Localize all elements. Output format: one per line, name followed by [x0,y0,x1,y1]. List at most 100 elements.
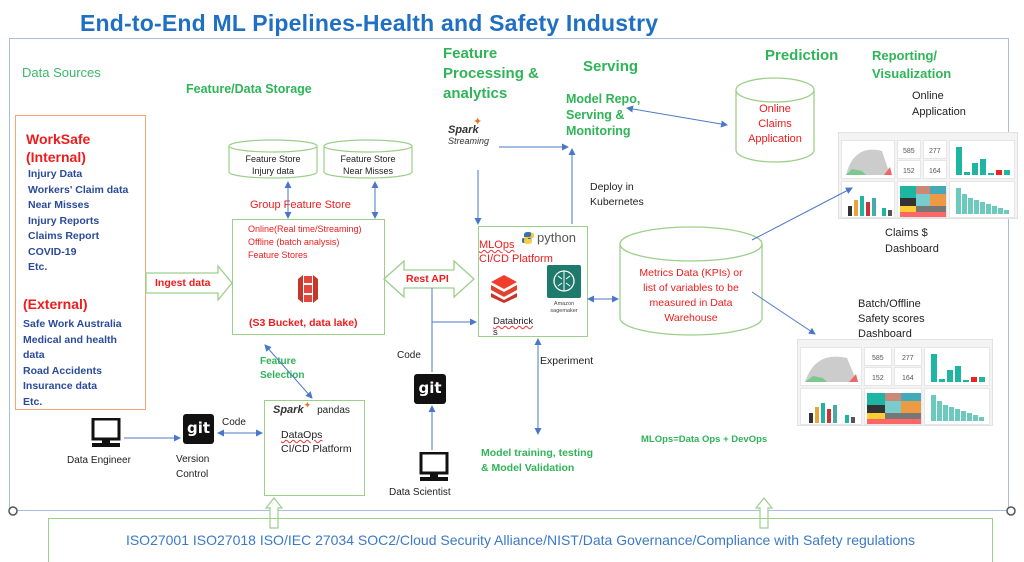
feature-store-modes: Online(Real time/Streaming) Offline (bat… [248,223,362,262]
kpi-tile: 152 [897,160,921,179]
list-item: Road Accidents [23,364,102,377]
python-word: python [537,230,577,245]
stacked-bar-tile [841,181,895,218]
store-line: Feature Store [340,154,396,164]
spark-star-icon: ✦ [303,400,312,410]
kpi-tile: 277 [923,140,947,159]
cyl-line: measured in Data [649,297,733,309]
s3-bucket-icon [298,275,318,303]
label-line: Model training, testing [481,447,593,459]
heading-feature-storage: Feature/Data Storage [186,82,312,96]
store-line: Feature Store [245,154,301,164]
kpi-value: 277 [902,355,914,362]
dataops-line: DataOps [281,429,323,441]
git-icon-scientist: git [414,374,446,404]
kpi-tile: 152 [864,367,892,386]
spark-word: Spark [273,404,304,416]
cyl-line: Online [759,103,791,115]
batch-dashboard-thumbnail: 585 277 152 164 [797,339,993,426]
list-item: Injury Reports [28,214,100,227]
online-claims-app: Online Claims Application [736,102,814,147]
cyl-line: Warehouse [664,312,718,324]
label-line: Claims $ [885,227,928,239]
dataops-platform-box: Spark ✦ pandas DataOps CI/CD Platform [264,400,365,496]
external-list: Safe Work Australia Medical and health d… [23,317,122,410]
sagemaker-line: Amazon [553,301,575,307]
sagemaker-line: sagemaker [550,308,578,314]
mlops-title: MLOps CI/CD Platform [479,238,553,266]
pareto-tile [924,388,990,425]
kpi-value: 585 [872,355,884,362]
sagemaker-icon [547,265,581,298]
deploy-line: Deploy in [590,181,634,193]
spark-streaming-logo: Spark Streaming ✦ [448,116,490,146]
pareto-chart [931,395,984,421]
repo-line: Model Repo, [566,92,641,106]
s3-label: (S3 Bucket, data lake) [249,317,358,329]
compliance-text: ISO27001 ISO27018 ISO/IEC 27034 SOC2/Clo… [125,532,916,548]
cyl-line: Application [748,133,802,145]
kpi-tile: 164 [894,367,922,386]
mlops-line: CI/CD Platform [479,253,553,265]
cyl-line: Metrics Data (KPIs) or [639,267,743,279]
list-item: Etc. [28,261,48,273]
pareto-chart [956,188,1009,214]
online-application-label: Online Application [912,88,966,120]
heading-reporting: Reporting/ Visualization [872,47,951,83]
area-chart [846,149,892,175]
model-training-label: Model training, testing & Model Validati… [481,446,593,476]
heading-line: Reporting/ [872,48,937,63]
treemap-tile [897,181,947,218]
brain-icon [553,270,575,292]
internal-title: WorkSafe (Internal) [26,130,90,166]
kpi-tile: 164 [923,160,947,179]
data-engineer-label: Data Engineer [67,455,131,466]
spark-pandas-logos: Spark ✦ pandas [273,400,350,416]
kpi-value: 164 [929,168,941,175]
mode-line: Offline (batch analysis) [248,237,340,247]
stacked-bar-chart [848,196,892,216]
label-line: Online [912,90,944,102]
bar-chart-tile [949,140,1015,179]
git-icon-version-control: git [183,414,214,444]
rest-api-label[interactable]: Rest API [406,273,449,285]
ingest-label: Ingest data [155,277,211,289]
bar-chart [931,354,985,382]
streaming-word: Streaming [448,136,490,146]
label-line: & Model Validation [481,462,575,474]
kpi-tile: 585 [897,140,921,159]
label-line: Dashboard [858,328,912,340]
area-chart-tile [841,140,895,179]
feature-store-injury: Feature Store Injury data [229,153,317,177]
diagram-title: End-to-End ML Pipelines-Health and Safet… [80,10,659,36]
computer-icon-scientist [419,452,449,481]
model-repo-label: Model Repo, Serving & Monitoring [566,91,640,139]
mlops-formula: MLOps=Data Ops + DevOps [641,434,768,445]
kpi-tile: 585 [864,347,892,366]
label-line: Selection [260,370,305,381]
heading-data-sources: Data Sources [22,65,101,80]
treemap-tile [864,388,922,425]
spark-star-icon: ✦ [473,116,483,128]
title-line: WorkSafe [26,131,91,147]
kpi-value: 585 [903,148,915,155]
databricks-line: Databrick [493,316,534,327]
cyl-line: Claims [758,118,792,130]
databricks-label: Databrick s [493,316,533,338]
data-scientist-label: Data Scientist [389,487,451,498]
python-logo: python [521,230,576,245]
dataops-line: CI/CD Platform [281,443,352,455]
repo-line: Serving & [566,108,625,122]
pipeline-frame [9,38,1009,511]
heading-line: Feature [443,45,498,62]
deploy-kubernetes-label: Deploy in Kubernetes [590,180,644,210]
experiment-label: Experiment [540,355,594,367]
cyl-line: list of variables to be [643,282,739,294]
treemap-chart [867,393,921,424]
treemap-chart [900,186,946,217]
label-line: Safety scores [858,313,925,325]
claims-dashboard-thumbnail: 585 277 152 164 [838,132,1018,219]
feature-selection-label: Feature Selection [260,355,304,383]
deploy-line: Kubernetes [590,196,644,208]
compliance-box [48,518,993,562]
